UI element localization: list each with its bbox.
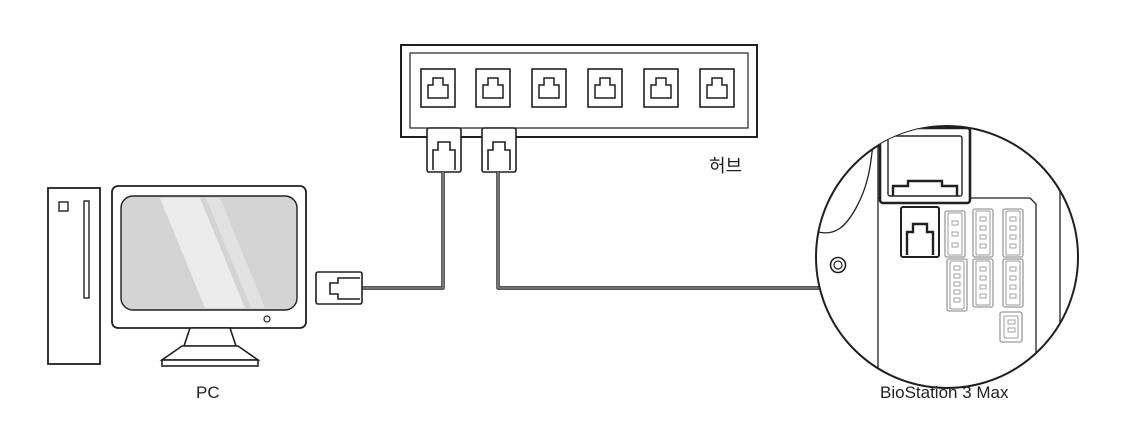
- terminal-connector: [1002, 258, 1024, 308]
- monitor-icon: [111, 185, 307, 367]
- device-label: BioStation 3 Max: [880, 383, 1009, 402]
- rj45-plug-icon: [900, 206, 940, 258]
- terminal-connector: [944, 210, 966, 258]
- rj45-plug-icon: [315, 271, 363, 305]
- hub-port-6: [699, 68, 735, 108]
- terminal-connector: [972, 258, 994, 308]
- pc-tower-icon: [47, 187, 101, 365]
- hub-port-4: [587, 68, 623, 108]
- hub-label: 허브: [709, 156, 743, 176]
- hub-port-5: [643, 68, 679, 108]
- pc-label: PC: [196, 383, 220, 402]
- hub-icon: [400, 44, 758, 138]
- device-closeup-icon: [815, 125, 1079, 389]
- hub-port-3: [531, 68, 567, 108]
- terminal-connector: [1002, 208, 1024, 258]
- rj45-plug-icon: [481, 127, 517, 173]
- terminal-connector: [972, 208, 994, 258]
- hub-port-2: [475, 68, 511, 108]
- rj45-plug-icon: [426, 127, 462, 173]
- hub-port-1: [420, 68, 456, 108]
- terminal-connector: [999, 311, 1023, 343]
- terminal-connector: [946, 258, 968, 312]
